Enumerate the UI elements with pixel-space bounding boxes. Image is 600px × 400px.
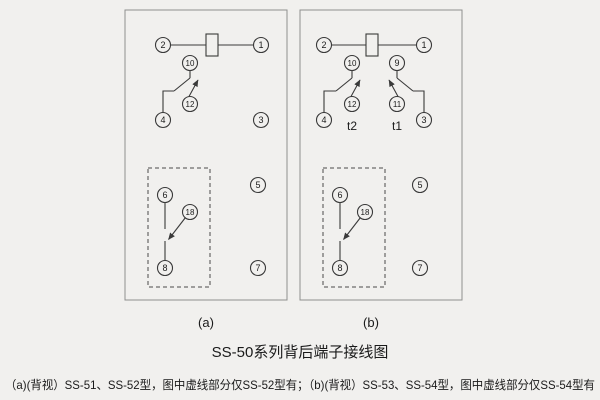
terminal-circle [343,95,361,113]
contact-arrow-icon [388,79,399,97]
terminal-a-6: 6 [156,186,174,204]
panel-a: 2 1 10 12 4 3 6 18 [124,9,288,330]
wire-to-terminal-4 [323,90,336,113]
panel-a-caption: (a) [198,315,214,330]
terminal-circle [388,95,406,113]
terminal-circle [315,111,333,129]
optional-section-dashed-box [147,167,211,288]
terminal-circle [415,36,433,54]
terminal-a-4: 4 [154,111,172,129]
terminal-a-10-label: 10 [186,59,195,68]
wire-to-terminal-4 [162,90,174,113]
terminal-b-9: 9 [388,54,406,72]
terminal-b-12: 12 [343,95,361,113]
terminal-a-8-label: 8 [162,263,167,273]
terminal-b-11-label: 11 [393,100,402,109]
terminal-b-3-label: 3 [421,115,426,125]
terminal-b-18: 18 [356,203,374,221]
terminal-circle [181,54,199,72]
terminal-circle [331,186,349,204]
terminal-circle [388,54,406,72]
terminal-circle [252,111,270,129]
terminal-b-6: 6 [331,186,349,204]
terminal-circle [415,111,433,129]
terminal-b-2-label: 2 [321,40,326,50]
terminal-b-4: 4 [315,111,333,129]
terminal-circle [181,95,199,113]
panel-a-outline [124,9,288,301]
terminal-circle [181,203,199,221]
wire-to-terminal-3 [413,90,425,113]
terminal-a-12: 12 [181,95,199,113]
terminal-a-18-label: 18 [186,208,195,217]
contact-blade [335,77,353,92]
panel-b-outline [299,9,463,301]
contact-arrow-icon [343,217,361,240]
contact-blade [396,77,414,92]
terminal-circle [252,36,270,54]
contact-time-label-t1: t1 [392,119,402,133]
panel-b: 2 1 10 9 12 11 4 3 [299,9,463,330]
terminal-circle [154,111,172,129]
terminal-b-18-label: 18 [361,208,370,217]
terminal-a-2: 2 [154,36,172,54]
terminal-a-1-label: 1 [258,40,263,50]
terminal-b-1: 1 [415,36,433,54]
terminal-b-7-label: 7 [417,263,422,273]
terminal-a-18: 18 [181,203,199,221]
terminal-b-2: 2 [315,36,333,54]
terminal-b-8-label: 8 [337,263,342,273]
terminal-a-1: 1 [252,36,270,54]
contact-blade [173,77,191,92]
coil-symbol [205,33,219,57]
terminal-circle [343,54,361,72]
terminal-a-5: 5 [249,176,267,194]
contact-time-label-t2: t2 [347,119,357,133]
terminal-b-9-label: 9 [394,58,399,68]
terminal-a-10: 10 [181,54,199,72]
terminal-b-8: 8 [331,259,349,277]
terminal-b-10-label: 10 [348,59,357,68]
terminal-circle [411,259,429,277]
figure-title: SS-50系列背后端子接线图 [212,344,389,361]
terminal-a-4-label: 4 [160,115,165,125]
terminal-circle [249,259,267,277]
terminal-circle [315,36,333,54]
optional-section-dashed-box [322,167,386,288]
terminal-circle [411,176,429,194]
terminal-a-7: 7 [249,259,267,277]
terminal-a-5-label: 5 [255,180,260,190]
contact-arrow-icon [350,79,361,97]
terminal-a-2-label: 2 [160,40,165,50]
terminal-circle [156,259,174,277]
terminal-circle [356,203,374,221]
terminal-a-6-label: 6 [162,190,167,200]
terminal-a-3: 3 [252,111,270,129]
terminal-b-4-label: 4 [321,115,326,125]
terminal-a-3-label: 3 [258,115,263,125]
terminal-b-5-label: 5 [417,180,422,190]
coil-symbol [365,33,379,57]
terminal-circle [154,36,172,54]
terminal-b-1-label: 1 [421,40,426,50]
terminal-circle [331,259,349,277]
figure-footnote: （a)(背视）SS-51、SS-52型，图中虚线部分仅SS-52型有；（b)(背… [5,377,595,392]
contact-arrow-icon [188,79,199,97]
terminal-a-8: 8 [156,259,174,277]
terminal-b-5: 5 [411,176,429,194]
terminal-circle [249,176,267,194]
terminal-b-7: 7 [411,259,429,277]
terminal-b-6-label: 6 [337,190,342,200]
terminal-a-12-label: 12 [186,100,195,109]
panel-b-caption: (b) [363,315,379,330]
terminal-a-7-label: 7 [255,263,260,273]
terminal-circle [156,186,174,204]
contact-arrow-icon [168,217,186,240]
terminal-b-11: 11 [388,95,406,113]
terminal-b-12-label: 12 [348,100,357,109]
terminal-b-10: 10 [343,54,361,72]
terminal-b-3: 3 [415,111,433,129]
